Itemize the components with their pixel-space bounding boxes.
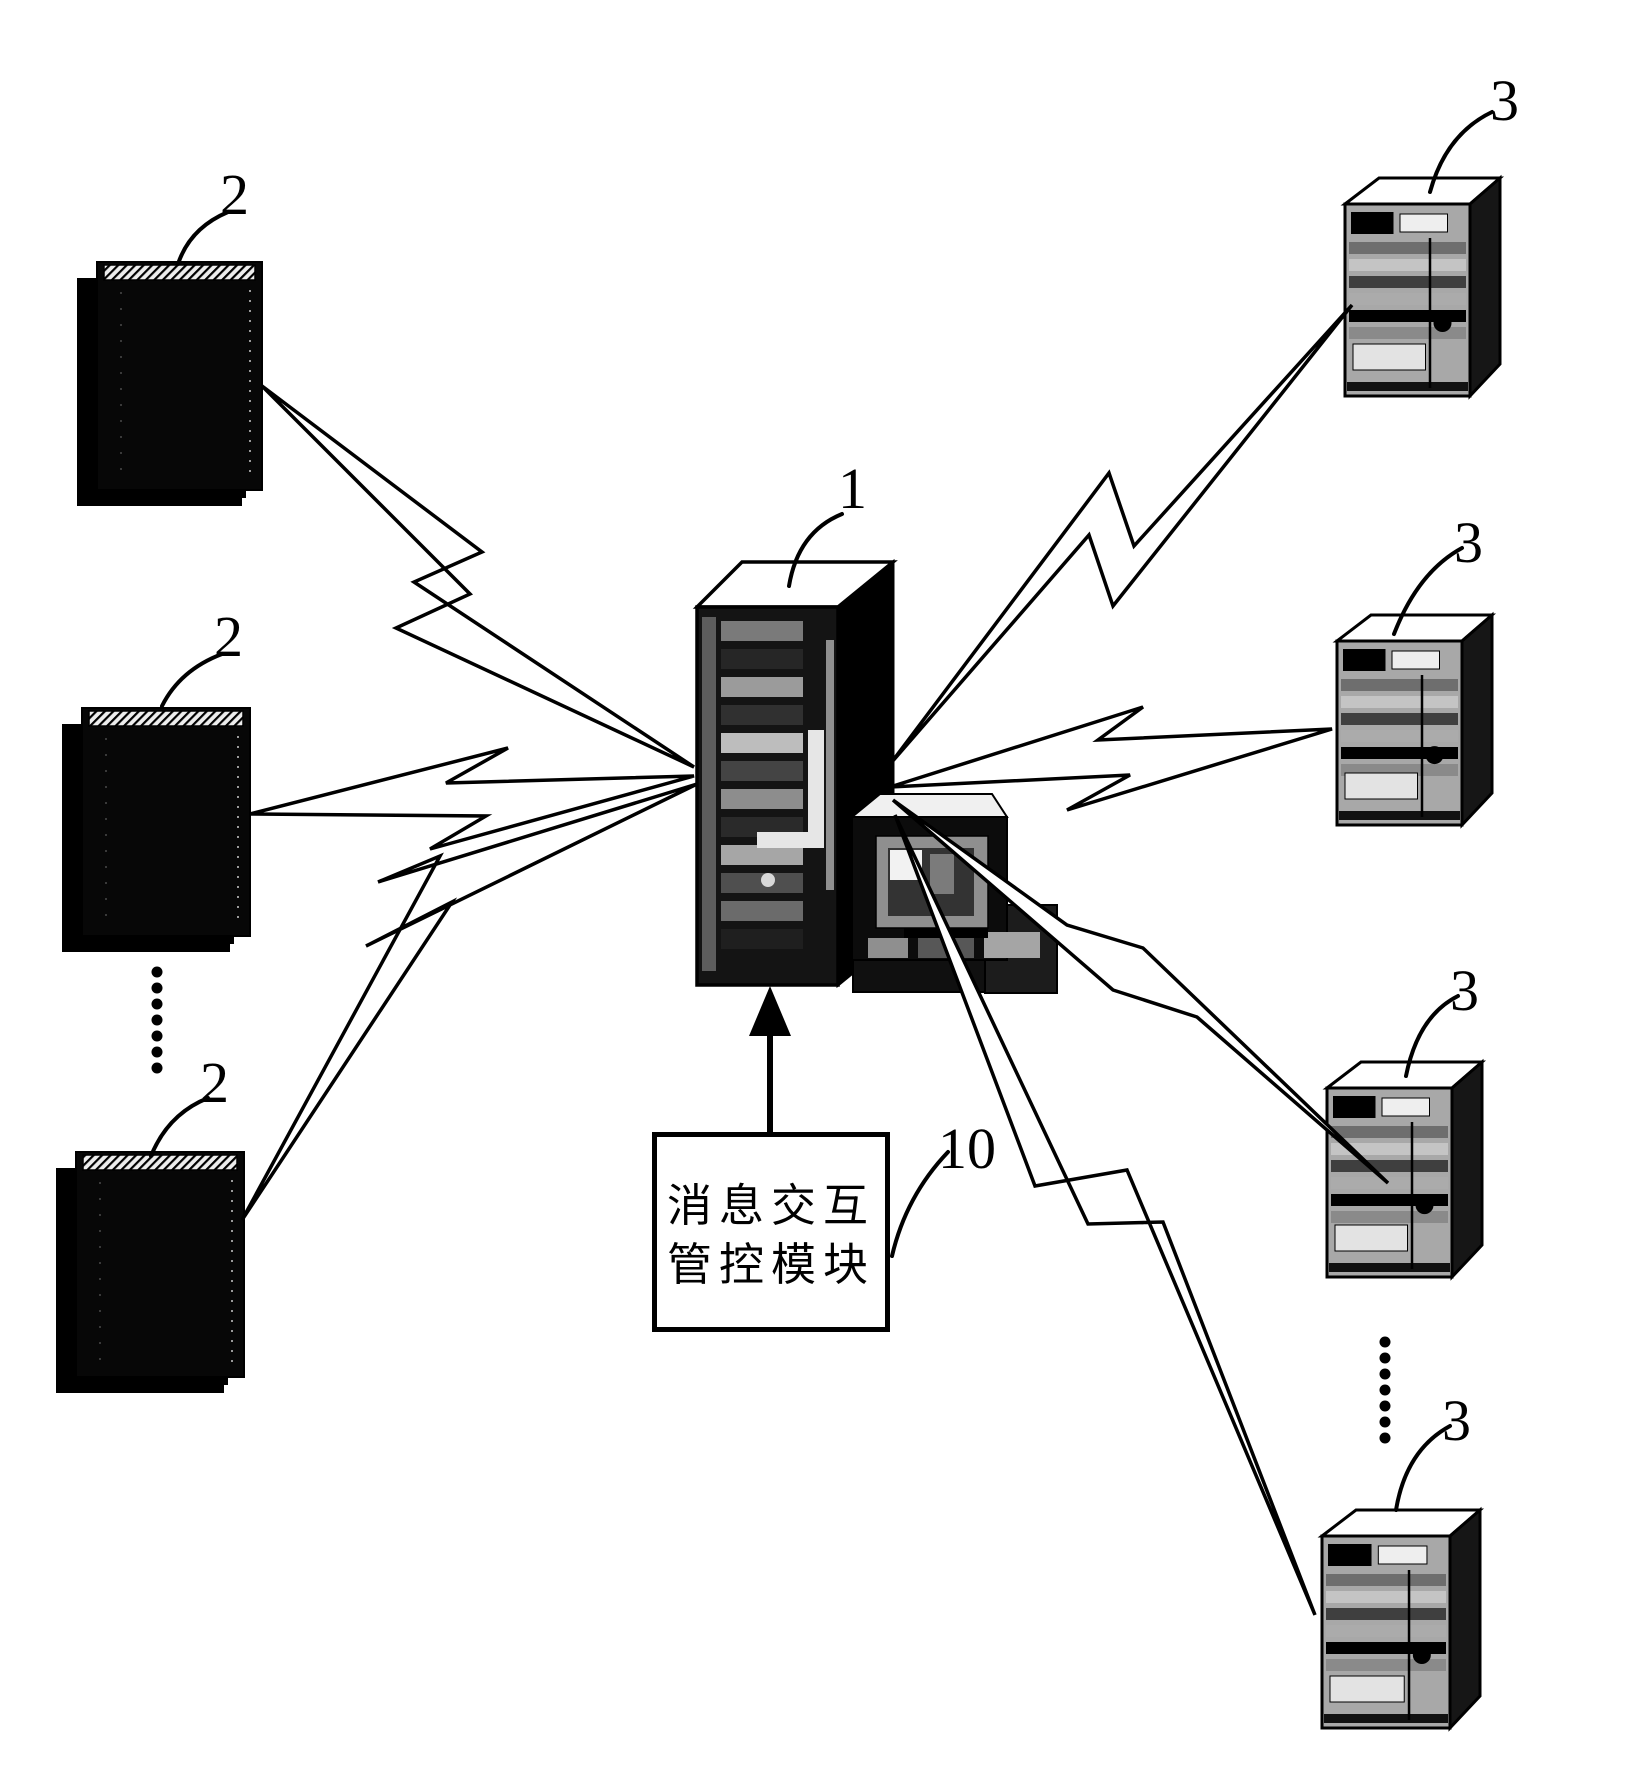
leader-3d	[1394, 1424, 1452, 1512]
leader-2b	[160, 652, 224, 708]
ref-label-server-d: 3	[1442, 1388, 1471, 1453]
message-interaction-module-box: 消息交互 管控模块	[652, 1132, 890, 1332]
rack-server-device	[1332, 611, 1497, 829]
rack-server-device	[1340, 174, 1505, 400]
leader-3c	[1404, 994, 1460, 1078]
leader-2c	[149, 1096, 210, 1158]
ref-label-server-c: 3	[1450, 958, 1479, 1023]
rack-server-device	[1322, 1058, 1487, 1281]
ref-label-server-a: 3	[1490, 68, 1519, 133]
ref-label-terminal-b: 2	[214, 604, 243, 669]
leader-3a	[1428, 110, 1494, 194]
rack-server-device	[1317, 1506, 1485, 1732]
ref-label-module: 10	[938, 1116, 996, 1181]
lightning-link-central-server-server-d	[893, 814, 1317, 1616]
lightning-link-terminal-c-central-server	[240, 782, 698, 1221]
lightning-link-central-server-server-c	[891, 798, 1390, 1185]
lightning-link-central-server-server-b	[889, 705, 1333, 812]
lightning-link-terminal-b-central-server	[249, 746, 695, 851]
client-terminal-device	[56, 1151, 245, 1393]
ref-label-central-server: 1	[838, 456, 867, 521]
module-box-line1: 消息交互	[666, 1181, 875, 1231]
module-to-server-arrow	[749, 986, 791, 1134]
ref-label-terminal-c: 2	[200, 1050, 229, 1115]
leader-2a	[176, 210, 230, 266]
leader-3b	[1392, 546, 1464, 636]
lightning-link-central-server-server-a	[889, 303, 1354, 765]
client-terminal-device	[62, 707, 251, 952]
lightning-link-terminal-a-central-server	[260, 384, 695, 769]
ref-label-server-b: 3	[1454, 510, 1483, 575]
client-terminal-device	[77, 261, 263, 506]
leader-1	[787, 512, 844, 588]
leader-10	[890, 1150, 950, 1258]
server-ellipsis	[1379, 1336, 1391, 1444]
module-box-line2: 管控模块	[666, 1240, 875, 1291]
terminal-ellipsis	[151, 966, 163, 1074]
label-leader-lines	[149, 110, 1494, 1512]
ref-label-terminal-a: 2	[220, 162, 249, 227]
central-server-tower	[692, 558, 898, 989]
